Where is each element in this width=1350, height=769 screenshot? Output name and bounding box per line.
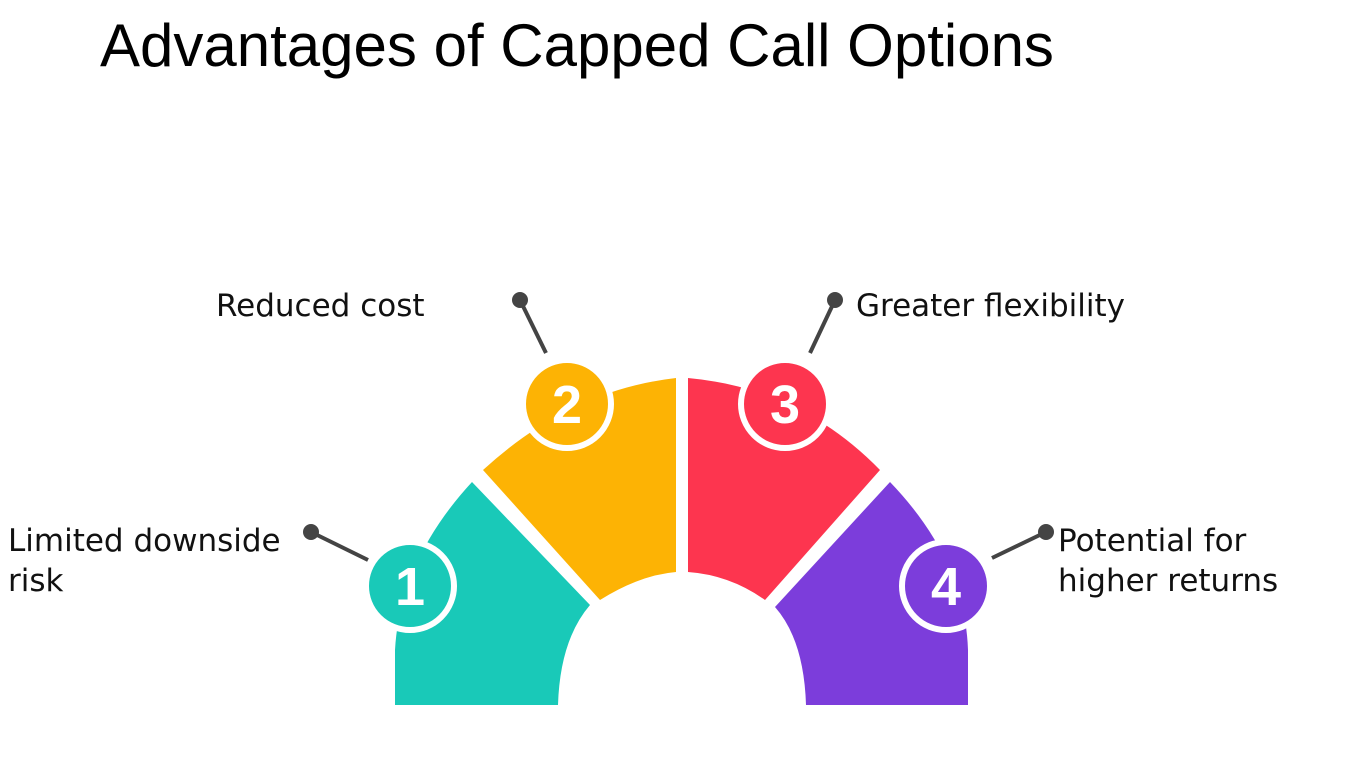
label-reduced-cost: Reduced cost (216, 286, 425, 326)
connector-3 (808, 292, 843, 354)
connector-2-line (518, 299, 548, 354)
page-title: Advantages of Capped Call Options (100, 12, 1054, 79)
label-potential-for-higher-returns: Potential for higher returns (1058, 521, 1278, 601)
badge-3: 3 (738, 357, 832, 451)
badge-1-circle (363, 539, 457, 633)
label-4-line-1: Potential for (1058, 523, 1247, 559)
label-1-line-2: risk (8, 563, 64, 599)
label-greater-flexibility: Greater flexibility (856, 286, 1125, 326)
connector-1 (303, 524, 369, 562)
badge-4: 4 (899, 539, 993, 633)
segment-1 (395, 482, 590, 705)
connector-1-dot (303, 524, 319, 540)
segment-3 (688, 378, 880, 600)
segment-3-arc (688, 378, 880, 600)
segment-4-arc (775, 482, 968, 705)
badge-3-number: 3 (770, 375, 800, 435)
connector-4-dot (1038, 524, 1054, 540)
connector-4-line (991, 530, 1047, 560)
segment-1-arc (395, 482, 590, 705)
label-4-line-2: higher returns (1058, 563, 1279, 599)
connector-4 (991, 524, 1054, 560)
badge-1: 1 (363, 539, 457, 633)
connector-3-dot (827, 292, 843, 308)
badge-2-number: 2 (552, 375, 582, 435)
label-3-line-1: Greater flexibility (856, 288, 1126, 324)
badge-4-circle (899, 539, 993, 633)
badge-4-number: 4 (931, 557, 961, 617)
connector-2-dot (512, 292, 528, 308)
badge-2-circle (520, 357, 614, 451)
badge-3-circle (738, 357, 832, 451)
segment-4 (775, 482, 968, 705)
badge-2: 2 (520, 357, 614, 451)
label-limited-downside-risk: Limited downside risk (8, 521, 281, 601)
connector-3-line (808, 299, 837, 354)
badge-1-number: 1 (395, 557, 425, 617)
label-2-line-1: Reduced cost (216, 288, 425, 324)
label-1-line-1: Limited downside (8, 523, 281, 559)
connector-2 (512, 292, 548, 354)
connector-1-line (310, 530, 369, 562)
